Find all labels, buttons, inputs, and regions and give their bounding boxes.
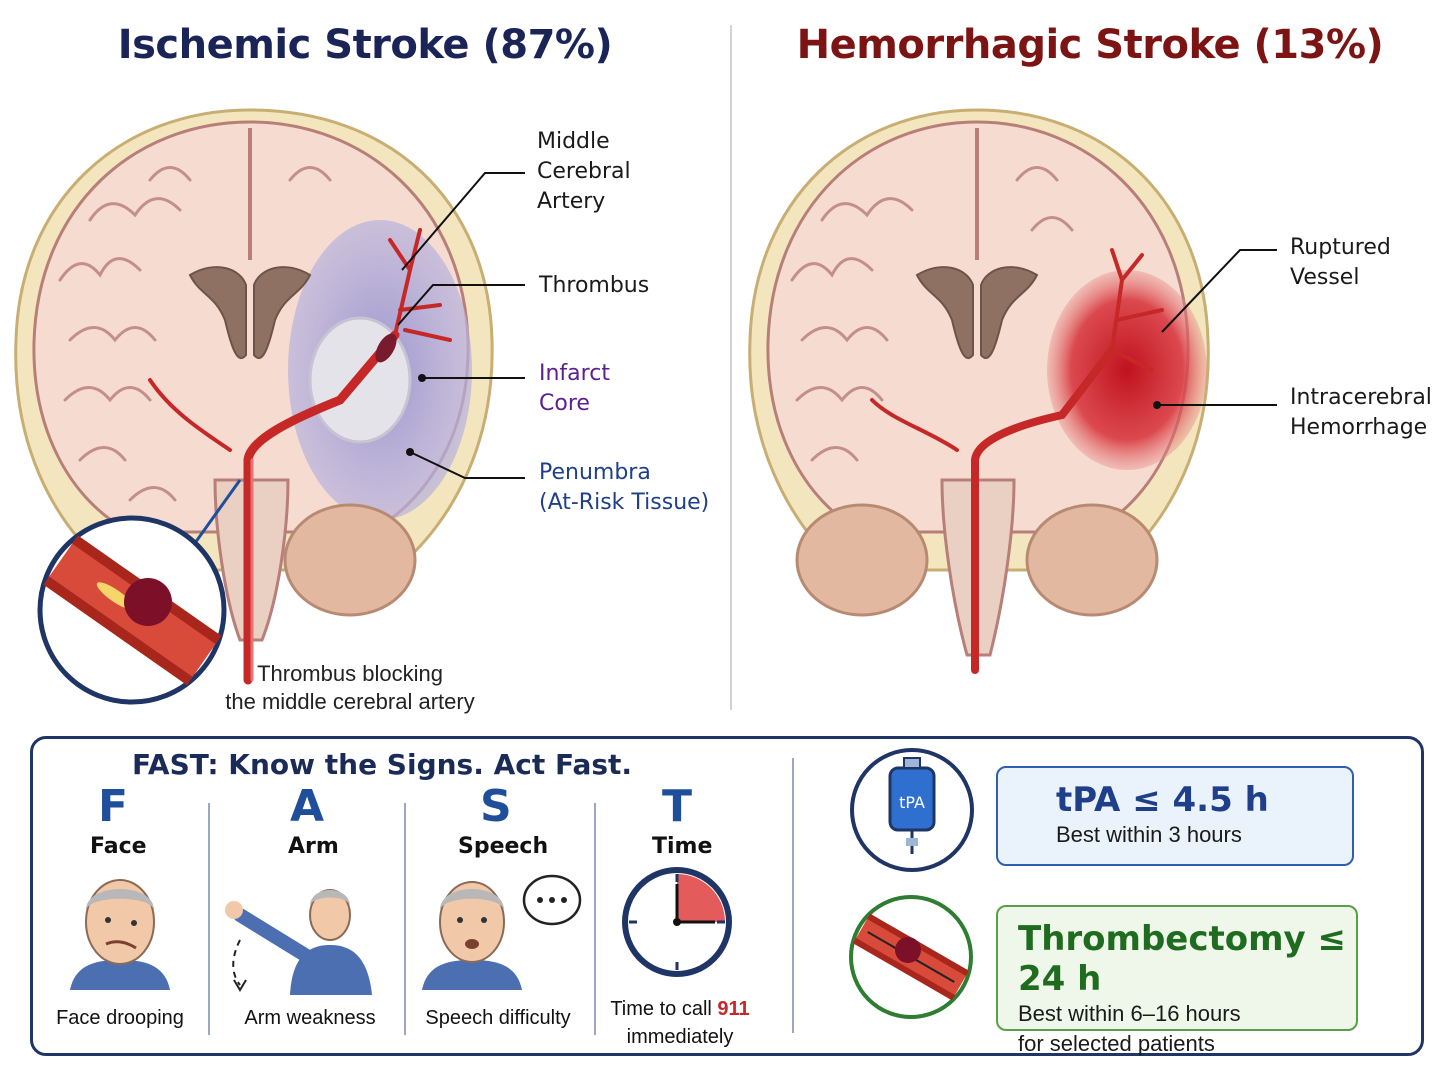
fast-word-speech: Speech bbox=[458, 834, 549, 859]
label-mca-line-3: Artery bbox=[537, 189, 606, 214]
arm-weakness-icon bbox=[225, 889, 372, 995]
tpa-sub: Best within 3 hours bbox=[1056, 822, 1242, 847]
call-911: 911 bbox=[717, 998, 750, 1020]
label-ich-line-2: Hemorrhage bbox=[1290, 415, 1428, 440]
hemorrhagic-title: Hemorrhagic Stroke (13%) bbox=[796, 22, 1384, 68]
label-infarct-core: Infarct Core bbox=[539, 359, 610, 419]
label-ich-line-1: Intracerebral bbox=[1290, 385, 1432, 410]
thrombectomy-sub-2: for selected patients bbox=[1018, 1031, 1215, 1056]
clock-icon bbox=[622, 867, 732, 977]
thrombectomy-card: Thrombectomy ≤ 24 h Best within 6–16 hou… bbox=[996, 905, 1358, 1056]
label-ruptured-line-1: Ruptured bbox=[1290, 235, 1391, 260]
ventricles bbox=[188, 266, 312, 359]
label-penumbra-line-2: (At-Risk Tissue) bbox=[539, 490, 710, 515]
cerebellum bbox=[283, 503, 417, 617]
fast-word-time: Time bbox=[652, 834, 713, 859]
thrombus-clot bbox=[375, 333, 397, 363]
hemorrhage-region bbox=[1047, 270, 1207, 470]
immediately-text: immediately bbox=[626, 1026, 734, 1048]
thrombectomy-heading: Thrombectomy ≤ 24 h bbox=[1018, 919, 1347, 999]
caption-line-1: Thrombus blocking bbox=[257, 661, 443, 686]
fast-desc-arm: Arm weakness bbox=[244, 1007, 376, 1029]
caption-line-2: the middle cerebral artery bbox=[225, 689, 475, 714]
fast-speech: S Speech Speech difficulty bbox=[412, 780, 584, 1050]
call-text: Time to call bbox=[610, 998, 718, 1020]
fast-desc-speech: Speech difficulty bbox=[425, 1007, 571, 1029]
panel-divider bbox=[730, 25, 732, 710]
ischemic-brain-illustration bbox=[14, 108, 525, 705]
fast-desc-time: Time to call 911 immediately bbox=[600, 995, 760, 1051]
label-mca-line-1: Middle bbox=[537, 129, 610, 154]
thrombectomy-sub-1: Best within 6–16 hours bbox=[1018, 1001, 1241, 1026]
cerebellum-left bbox=[795, 503, 929, 617]
ventricles bbox=[915, 266, 1039, 359]
fast-separator-2 bbox=[404, 803, 406, 1035]
fast-separator-1 bbox=[208, 803, 210, 1035]
tpa-card: tPA ≤ 4.5 h Best within 3 hours bbox=[996, 766, 1354, 866]
fast-title: FAST: Know the Signs. Act Fast. bbox=[132, 748, 633, 781]
ischemic-title: Ischemic Stroke (87%) bbox=[117, 22, 613, 68]
iv-bag-icon: tPA bbox=[850, 748, 974, 872]
fast-treatment-separator bbox=[792, 758, 794, 1033]
thrombus-caption: Thrombus blocking the middle cerebral ar… bbox=[200, 660, 500, 716]
tpa-heading: tPA ≤ 4.5 h bbox=[1056, 780, 1269, 820]
label-ruptured-line-2: Vessel bbox=[1290, 265, 1360, 290]
fast-word-face: Face bbox=[90, 834, 147, 859]
label-thrombus: Thrombus bbox=[539, 273, 650, 298]
fast-letter-a: A bbox=[290, 781, 325, 832]
iv-bag-label: tPA bbox=[899, 793, 925, 812]
label-intracerebral-hemorrhage: Intracerebral Hemorrhage bbox=[1290, 383, 1432, 443]
hemorrhagic-brain-illustration bbox=[748, 108, 1277, 674]
fast-separator-3 bbox=[594, 803, 596, 1035]
label-ruptured-vessel: Ruptured Vessel bbox=[1290, 233, 1391, 293]
fast-desc-face: Face drooping bbox=[56, 1007, 184, 1029]
label-penumbra-line-1: Penumbra bbox=[539, 460, 651, 485]
label-infarct-line-2: Core bbox=[539, 391, 590, 416]
label-penumbra: Penumbra (At-Risk Tissue) bbox=[539, 458, 709, 518]
label-middle-cerebral-artery: Middle Cerebral Artery bbox=[537, 127, 631, 217]
fast-time: T Time Time to call 911 immediately bbox=[600, 780, 760, 1050]
fast-arm: A Arm Arm weakness bbox=[220, 780, 400, 1050]
face-drooping-icon bbox=[70, 879, 170, 990]
label-infarct-line-1: Infarct bbox=[539, 361, 610, 386]
cerebellum-right bbox=[1025, 503, 1159, 617]
fast-word-arm: Arm bbox=[288, 834, 339, 859]
thrombus-inset-clot bbox=[124, 578, 172, 626]
fast-letter-s: S bbox=[480, 781, 512, 832]
fast-letter-t: T bbox=[662, 781, 693, 832]
label-mca-line-2: Cerebral bbox=[537, 159, 631, 184]
speech-difficulty-icon bbox=[422, 874, 582, 990]
fast-face: F Face Face drooping bbox=[40, 780, 200, 1050]
thrombectomy-vessel-icon bbox=[849, 895, 973, 1019]
fast-letter-f: F bbox=[98, 781, 129, 832]
